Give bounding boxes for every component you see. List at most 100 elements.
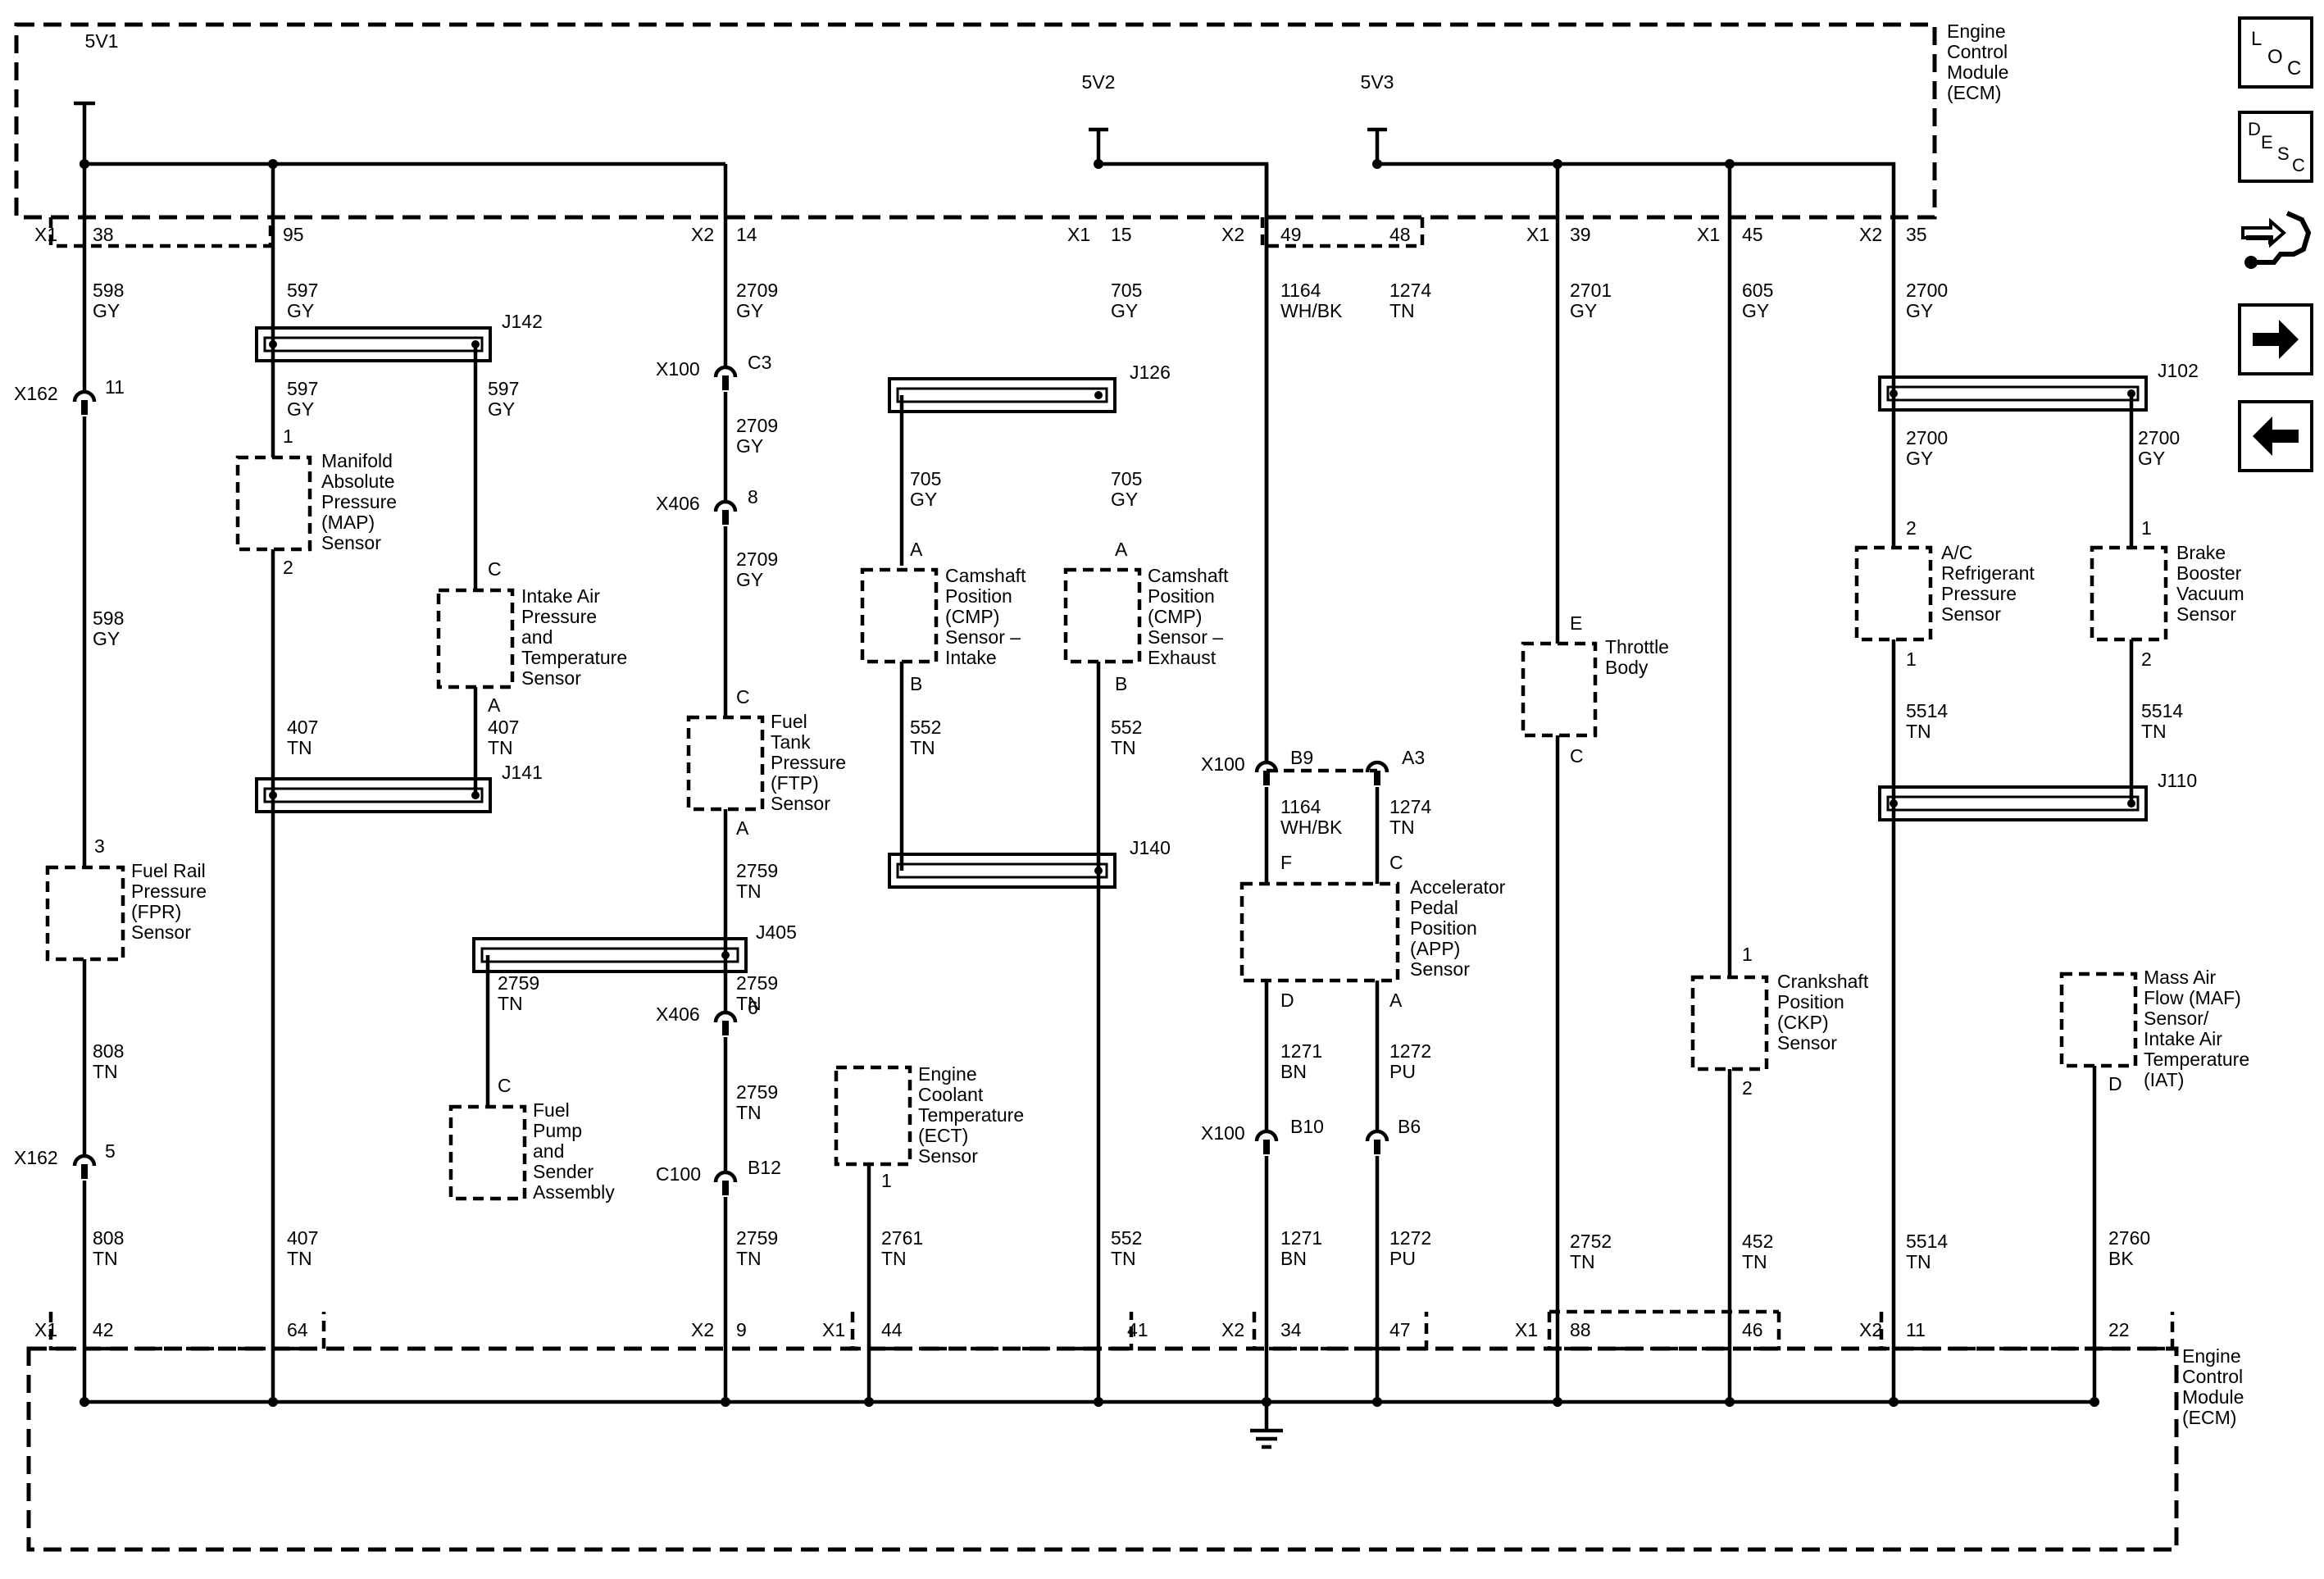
wire-color-code: GY	[287, 300, 314, 321]
component-app-label: Pedal	[1410, 897, 1458, 918]
splice-bar	[896, 387, 1108, 403]
component-map-label: Pressure	[321, 491, 397, 512]
wire-color-code: WH/BK	[1280, 300, 1343, 321]
ecm-pin-number: 14	[736, 224, 757, 245]
component-fpr-label: Fuel Rail	[131, 860, 206, 881]
component-pump-label: Fuel	[533, 1099, 570, 1121]
wire-circuit-number: 808	[93, 1040, 124, 1062]
ecm-connector-id: X1	[1697, 224, 1720, 245]
wire-circuit-number: 1271	[1280, 1040, 1322, 1062]
wire-color-code: BN	[1280, 1061, 1307, 1082]
wire-circuit-number: 552	[910, 717, 941, 738]
splice-dot	[1094, 867, 1103, 875]
wire-circuit-number: 2700	[1906, 280, 1948, 301]
splice-dot	[2127, 389, 2135, 398]
component-ftp-label: Fuel	[771, 711, 807, 732]
inline-connector-name: X162	[14, 1147, 58, 1168]
splice-dot	[2127, 799, 2135, 808]
inline-connector-pin-id: 5	[105, 1140, 116, 1162]
wire-circuit-number: 705	[1111, 468, 1142, 489]
component-acr-label: Refrigerant	[1941, 562, 2035, 584]
component-bbv-outline	[2090, 545, 2168, 642]
wire-circuit-number: 705	[910, 468, 941, 489]
inline-connector-name: C100	[656, 1163, 701, 1185]
component-cmpe-label: Sensor –	[1148, 626, 1223, 648]
inline-connector-socket	[713, 1010, 738, 1023]
component-ect-outline	[834, 1065, 912, 1167]
component-pin-label: A	[736, 817, 749, 839]
previous-page-button[interactable]	[2238, 400, 2313, 472]
component-pin-label: 2	[1906, 517, 1917, 539]
inline-connector-socket	[1365, 1129, 1389, 1142]
splice-label: J102	[2158, 360, 2199, 381]
component-pin-label: C	[1389, 852, 1403, 873]
component-ftp-label: Sensor	[771, 793, 830, 814]
ecm-connector-id: X1	[34, 1319, 57, 1340]
labels: EngineControlModule(ECM)EngineControlMod…	[14, 20, 2249, 1428]
component-iapt-outline	[436, 588, 515, 689]
desc-button[interactable]: D E S C	[2238, 111, 2313, 183]
component-pump-label: Assembly	[533, 1181, 615, 1203]
ecm-pin-number: 38	[93, 224, 114, 245]
ecm-pin-number: 64	[287, 1319, 308, 1340]
inline-connector-pin-id: B6	[1398, 1116, 1421, 1137]
inline-connector-pin	[1263, 771, 1270, 785]
ecm-pin-number: 15	[1111, 224, 1132, 245]
component-maf-label: Flow (MAF)	[2144, 987, 2241, 1008]
splice-bar	[1886, 385, 2140, 402]
loc-button[interactable]: L O C	[2238, 16, 2313, 89]
wire-circuit-number: 1164	[1280, 280, 1321, 301]
component-pin-label: 1	[1742, 944, 1753, 965]
component-pin-label: A	[1115, 539, 1128, 560]
splice-pack	[255, 326, 492, 362]
splice-label: J142	[502, 311, 543, 332]
connector-view-button[interactable]	[2238, 205, 2313, 277]
loc-letter-o: O	[2267, 46, 2283, 68]
arrow-left-icon	[2253, 416, 2299, 456]
component-cmpi-outline	[860, 567, 939, 664]
component-cmpe-label: (CMP)	[1148, 606, 1202, 627]
inline-connector-socket	[72, 389, 97, 403]
splice-label: J140	[1130, 837, 1171, 858]
wire-color-code: TN	[1570, 1251, 1595, 1272]
desc-letter-e: E	[2261, 132, 2273, 152]
component-pin-label: D	[1280, 990, 1294, 1011]
wire-circuit-number: 1271	[1280, 1227, 1322, 1249]
component-pump-label: Sender	[533, 1161, 594, 1182]
ecm-title: Module	[1947, 61, 2008, 83]
inline-connector-pin-id: 11	[105, 376, 125, 398]
splice-bar	[263, 336, 484, 353]
inline-connector-socket	[1365, 760, 1389, 773]
wire-color-code: GY	[1111, 300, 1138, 321]
ecm-connector-id: X2	[1859, 1319, 1882, 1340]
ecm-title: Module	[2182, 1386, 2244, 1408]
component-app-label: Position	[1410, 917, 1477, 939]
ecm-connector-tab	[48, 1312, 326, 1351]
inline-connectors	[72, 365, 1389, 1195]
wire-circuit-number: 808	[93, 1227, 124, 1249]
component-cmpe-label: Position	[1148, 585, 1215, 607]
splice-pack	[1878, 375, 2148, 412]
inline-connector-pin-id: C3	[748, 352, 771, 373]
wire-circuit-number: 552	[1111, 1227, 1142, 1249]
ecm-pin-number: 46	[1742, 1319, 1763, 1340]
wire-color-code: GY	[1570, 300, 1597, 321]
wire-color-code: GY	[1906, 300, 1933, 321]
component-app-label: (APP)	[1410, 938, 1460, 959]
next-page-button[interactable]	[2238, 303, 2313, 375]
splice-label: J126	[1130, 362, 1171, 383]
splice-label: J405	[756, 921, 797, 943]
wire-color-code: TN	[488, 737, 513, 758]
component-pin-label: A	[1389, 990, 1403, 1011]
wire-circuit-number: 5514	[1906, 1231, 1948, 1252]
wire-circuit-number: 2709	[736, 548, 778, 570]
component-bbv-label: Vacuum	[2176, 583, 2244, 604]
wire-circuit-number: 2759	[498, 972, 539, 994]
component-pump-label: Pump	[533, 1120, 582, 1141]
component-maf-label: Sensor/	[2144, 1008, 2209, 1029]
wire-circuit-number: 2759	[736, 1227, 778, 1249]
ecm-pin-number: 44	[881, 1319, 903, 1340]
wire-color-code: TN	[1742, 1251, 1767, 1272]
component-app-outline	[1239, 881, 1400, 983]
wire-color-code: TN	[287, 1248, 312, 1269]
